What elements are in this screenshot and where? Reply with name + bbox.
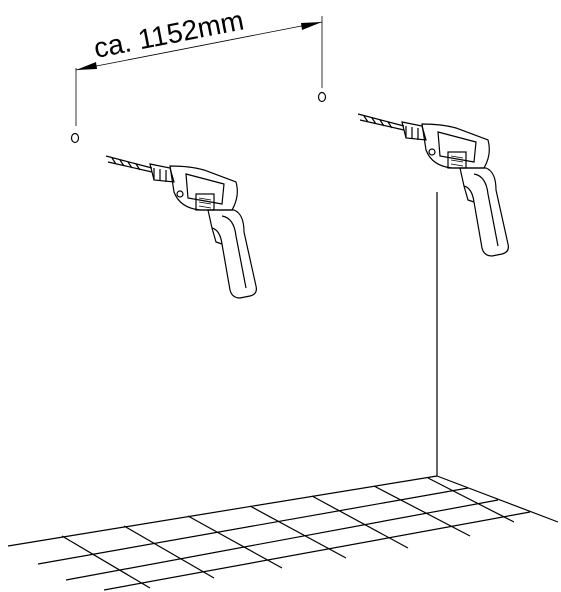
- wall-floor-grid: [7, 192, 559, 591]
- floor-grid-line: [61, 535, 151, 589]
- floor-baseline-right: [436, 475, 559, 523]
- arrow-left-icon: [76, 62, 97, 70]
- floor-grid-line: [427, 477, 515, 523]
- floor-grid-line: [37, 487, 469, 565]
- floor-grid-line: [311, 495, 409, 549]
- drill-icon: [105, 155, 257, 299]
- floor-grid-line: [123, 525, 215, 579]
- dimension-line: [75, 21, 323, 71]
- floor-grid-line: [187, 515, 283, 569]
- drill-hole-marker-icon: [317, 91, 327, 103]
- drill-icon: [357, 113, 509, 257]
- floor-grid-line: [373, 485, 471, 537]
- dimension-annotation: ca. 1152mm: [75, 4, 323, 126]
- floor-baseline: [7, 475, 438, 547]
- floor-grid-line: [249, 505, 347, 559]
- arrow-right-icon: [301, 22, 322, 30]
- drill-hole-marker-icon: [70, 132, 80, 144]
- floor-grid-line: [103, 511, 531, 591]
- dimension-label: ca. 1152mm: [91, 4, 246, 63]
